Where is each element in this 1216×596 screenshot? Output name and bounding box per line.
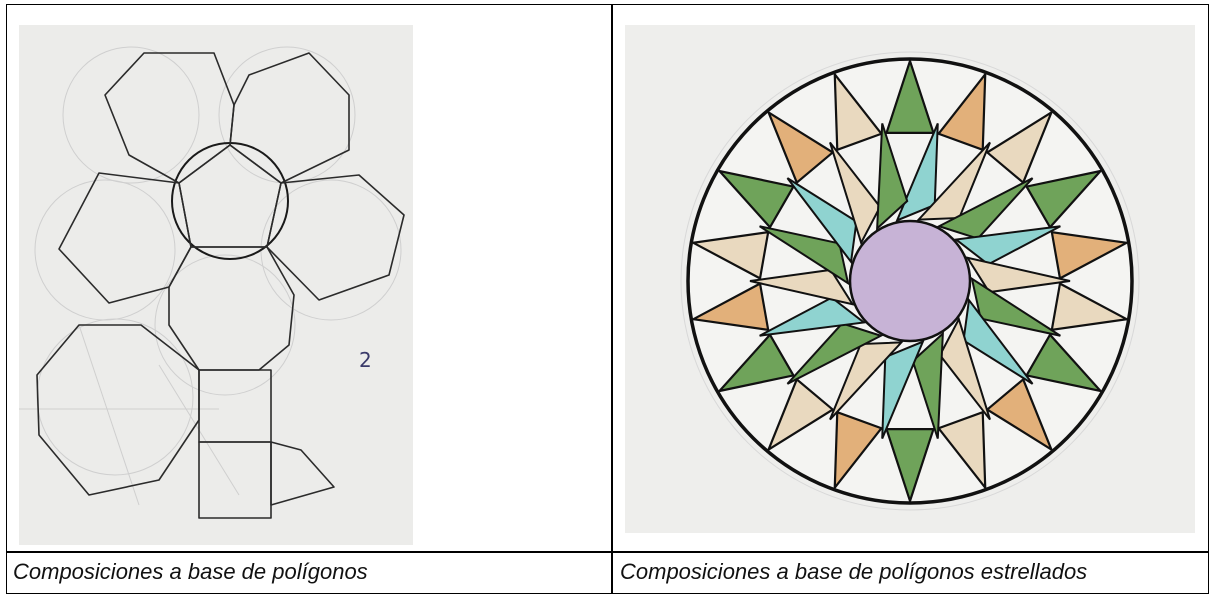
star-outer-spike	[716, 332, 796, 393]
column-divider	[611, 5, 613, 593]
star-inner-blade	[953, 225, 1061, 266]
star-outer-spike	[1050, 230, 1131, 281]
star-inner-blade	[895, 123, 939, 223]
star-inner-blade	[938, 316, 991, 421]
star-outer-spike	[1050, 281, 1131, 332]
star-outer-spike	[833, 70, 884, 152]
star-outer-spike	[689, 230, 770, 281]
polygon-composition-photo: 2	[19, 25, 413, 545]
star-outer-spike	[716, 169, 796, 230]
star-inner-blade	[786, 177, 858, 265]
star-outer-spike	[1024, 169, 1104, 230]
star-inner-blade	[786, 322, 884, 385]
star-outer-spike	[766, 109, 835, 185]
star-inner-blade	[936, 177, 1034, 240]
star-polygon-composition-photo	[625, 25, 1195, 533]
polygon-sketch-drawing: 2	[19, 46, 405, 519]
star-inner-blade	[749, 268, 855, 306]
star-outer-spike	[985, 377, 1054, 453]
star-inner-blade	[962, 297, 1034, 385]
star-mandala-drawing	[680, 51, 1140, 511]
sketch-annotation: 2	[359, 348, 372, 372]
star-inner-blade	[965, 256, 1071, 294]
star-inner-blade	[829, 341, 904, 421]
star-outer-spike	[885, 57, 935, 134]
caption-star-polygon-compositions: Composiciones a base de polígonos estrel…	[620, 559, 1088, 584]
star-inner-blade	[881, 339, 925, 439]
document-table: 2 Composiciones a base de polígonos Comp…	[6, 4, 1209, 594]
row-divider	[7, 551, 1208, 553]
star-outer-spike	[936, 70, 987, 152]
star-inner-blade	[916, 141, 991, 221]
star-inner-blade	[829, 141, 882, 246]
star-outer-spike	[1024, 332, 1104, 393]
star-outer-spike	[936, 410, 987, 492]
star-inner-blade	[876, 123, 909, 231]
star-outer-spike	[766, 377, 835, 453]
star-inner-blade	[911, 331, 944, 439]
star-inner-blade	[759, 225, 850, 286]
star-outer-spike	[985, 109, 1054, 185]
caption-polygon-compositions: Composiciones a base de polígonos	[13, 559, 368, 584]
star-outer-spike	[689, 281, 770, 332]
star-outer-spike	[885, 428, 935, 505]
star-inner-blade	[970, 276, 1061, 337]
star-outer-spike	[833, 410, 884, 492]
star-inner-blade	[759, 296, 867, 337]
